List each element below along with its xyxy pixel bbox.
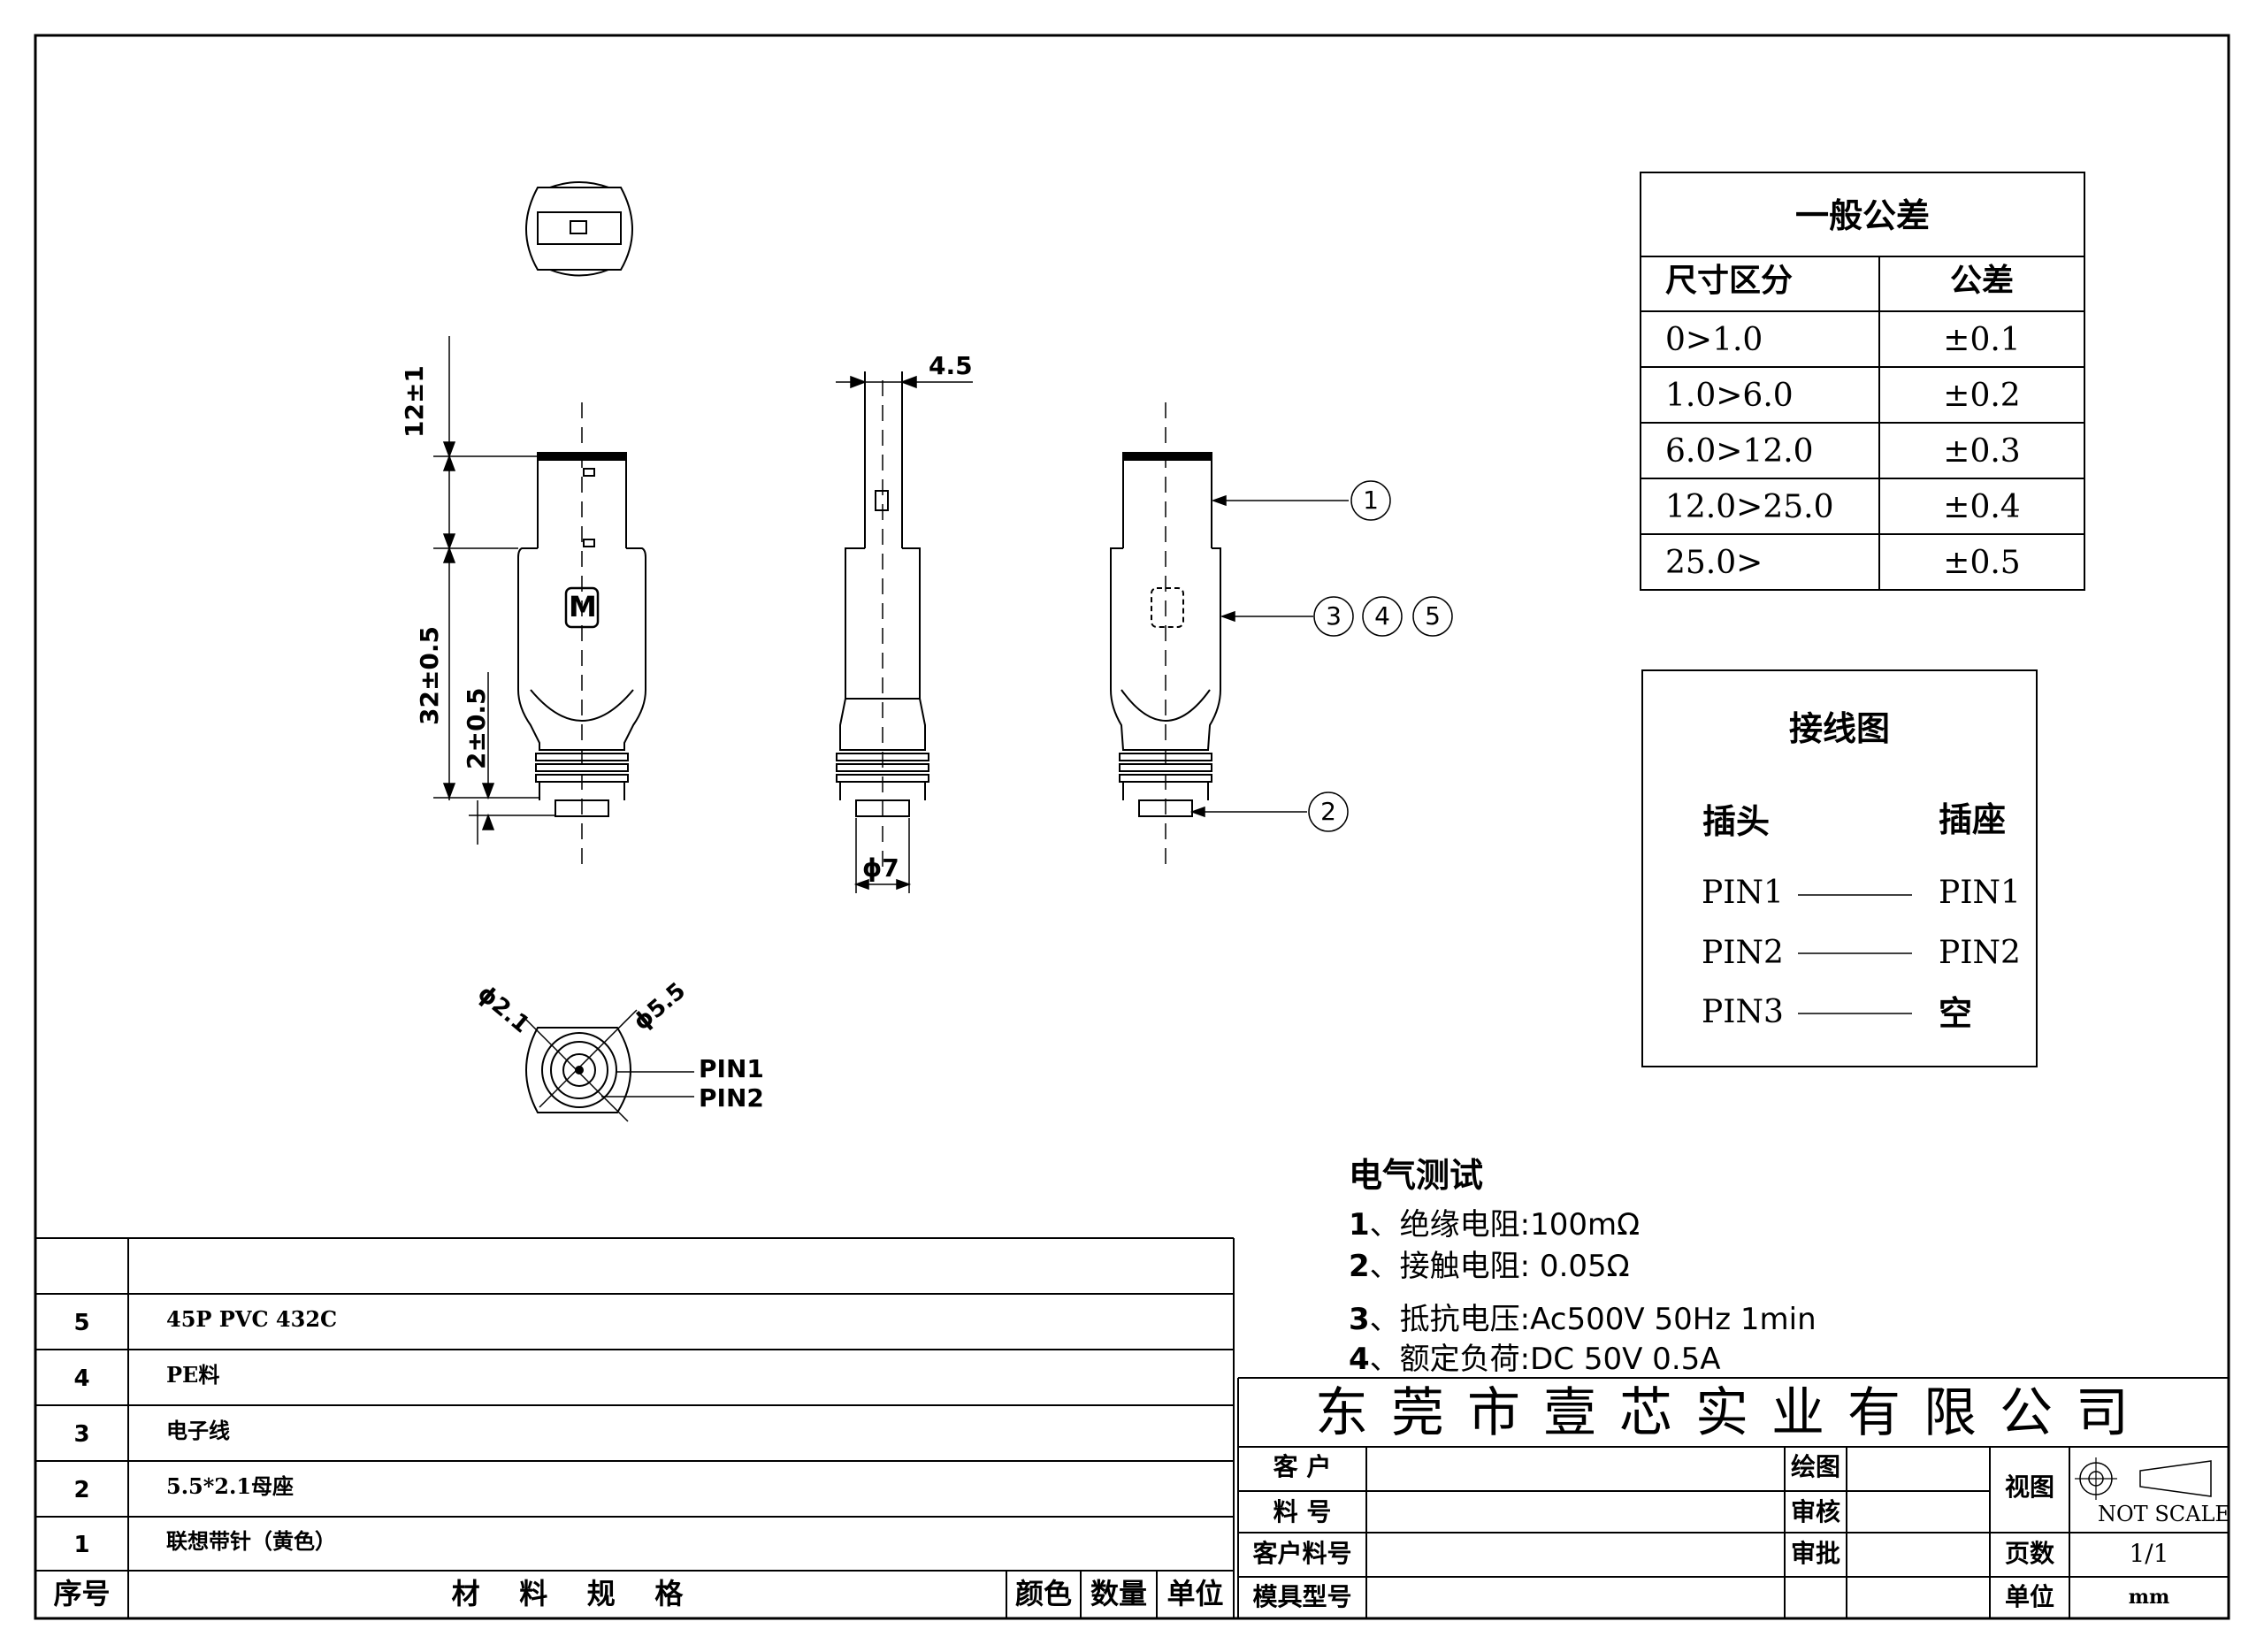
tolerance-row-size: 1.0>6.0 (1665, 378, 1794, 414)
wiring-right-pin: PIN1 (1939, 875, 2021, 911)
electrical-item-text: 、绝缘电阻:100mΩ (1369, 1207, 1641, 1243)
tolerance-row-tol: ±0.2 (1943, 378, 2021, 414)
callout-circle-4 (1362, 596, 1403, 637)
bom-row-spec: 45P PVC 432C (166, 1306, 338, 1332)
dim-tip-length: 2±0.5 (462, 687, 491, 769)
company-name: 东莞市壹芯实业有限公司 (1315, 1382, 2152, 1444)
tb-mold-label: 模具型号 (1252, 1582, 1352, 1611)
wiring-left-pin: PIN1 (1702, 875, 1784, 911)
tolerance-col-size: 尺寸区分 (1665, 263, 1794, 299)
end-view (521, 1009, 694, 1122)
tolerance-row-size: 12.0>25.0 (1665, 489, 1834, 525)
m-mark: M (569, 590, 597, 623)
end-view-pin2: PIN2 (699, 1083, 764, 1113)
sheet-border (34, 34, 2230, 1620)
callout-5: 5 (1425, 601, 1441, 631)
tb-pages-label: 页数 (2004, 1539, 2054, 1568)
tolerance-row-tol: ±0.1 (1943, 322, 2021, 358)
electrical-item: 2、接触电阻: 0.05Ω (1349, 1251, 1630, 1281)
bom-row-spec: 联想带针（黄色） (166, 1528, 336, 1554)
tolerance-table-grid (1640, 172, 2085, 591)
tb-approved-label: 审批 (1790, 1539, 1840, 1568)
right-view (1110, 402, 1221, 871)
tolerance-row-tol: ±0.5 (1943, 545, 2021, 581)
electrical-item-num: 2 (1349, 1249, 1370, 1284)
callout-2: 2 (1320, 797, 1336, 826)
bom-row-no: 3 (73, 1421, 90, 1448)
tb-part-no-label: 料 号 (1273, 1497, 1332, 1526)
electrical-item-num: 1 (1349, 1207, 1370, 1243)
bom-header-unit: 单位 (1166, 1577, 1224, 1610)
bom-header-qty: 数量 (1090, 1577, 1147, 1610)
bom-grid (35, 1237, 1235, 1618)
electrical-item-num: 4 (1349, 1342, 1370, 1377)
tolerance-table-title: 一般公差 (1794, 196, 1930, 235)
bom-row-no: 1 (73, 1532, 90, 1558)
tb-unit-value: mm (2128, 1586, 2170, 1609)
callout-circle-1 (1350, 480, 1391, 521)
tb-pages-value: 1/1 (2129, 1539, 2169, 1568)
side-view-dimensions (836, 375, 973, 893)
electrical-item: 3、抵抗电压:Ac500V 50Hz 1min (1349, 1304, 1817, 1335)
bom-row-no: 4 (73, 1365, 90, 1392)
wiring-right-pin: PIN2 (1939, 935, 2021, 971)
electrical-title: 电气测试 (1349, 1156, 1484, 1195)
dim-body-length: 32±0.5 (415, 625, 444, 725)
wiring-left-pin: PIN2 (1702, 935, 1784, 971)
bom-header-no: 序号 (53, 1577, 111, 1610)
electrical-item-text: 、额定负荷:DC 50V 0.5A (1369, 1342, 1721, 1377)
tolerance-row-size: 6.0>12.0 (1665, 433, 1814, 470)
wiring-plug-label: 插头 (1702, 802, 1771, 841)
callout-circle-2 (1308, 792, 1349, 832)
bom-row-no: 2 (73, 1477, 90, 1503)
dim-diameter: ϕ7 (862, 853, 899, 883)
bom-header-color: 颜色 (1014, 1577, 1072, 1610)
wiring-right-pin: 空 (1939, 994, 1973, 1033)
callout-circle-5 (1412, 596, 1453, 637)
callout-4: 4 (1374, 601, 1390, 631)
callout-3: 3 (1326, 601, 1342, 631)
bom-row-no: 5 (73, 1310, 90, 1336)
tolerance-row-tol: ±0.4 (1943, 489, 2021, 525)
tb-unit-label: 单位 (2004, 1582, 2054, 1611)
wiring-socket-label: 插座 (1939, 800, 2007, 839)
callout-leaders (1189, 480, 1453, 832)
bom-row-spec: 5.5*2.1母座 (166, 1473, 294, 1499)
wiring-diagram-grid (1641, 669, 2038, 1067)
tb-drawn-label: 绘图 (1790, 1452, 1840, 1481)
side-view (836, 371, 929, 871)
tb-customer-label: 客 户 (1273, 1452, 1332, 1481)
tolerance-row-size: 0>1.0 (1665, 322, 1763, 358)
tb-checked-label: 审核 (1790, 1497, 1840, 1526)
tb-view-label: 视图 (2004, 1472, 2054, 1502)
dim-top-length: 12±1 (400, 365, 429, 438)
front-view-dimensions (433, 336, 555, 845)
electrical-item-text: 、接触电阻: 0.05Ω (1369, 1249, 1630, 1284)
tb-no-scale: NOT SCALE (2098, 1502, 2230, 1526)
electrical-item-text: 、抵抗电压:Ac500V 50Hz 1min (1369, 1302, 1817, 1337)
bom-header-spec: 材 料 规 格 (451, 1577, 684, 1610)
tolerance-col-tol: 公差 (1949, 263, 2014, 299)
end-view-pin1: PIN1 (699, 1054, 764, 1083)
electrical-item: 1、绝缘电阻:100mΩ (1349, 1210, 1640, 1240)
callout-1: 1 (1363, 486, 1379, 515)
electrical-item-num: 3 (1349, 1302, 1370, 1337)
electrical-item: 4、额定负荷:DC 50V 0.5A (1349, 1344, 1721, 1374)
dim-width: 4.5 (929, 351, 973, 380)
front-view (517, 402, 646, 871)
callout-circle-3 (1313, 596, 1354, 637)
tolerance-row-tol: ±0.3 (1943, 433, 2021, 470)
wiring-title: 接线图 (1788, 709, 1890, 748)
top-view (525, 181, 633, 277)
wiring-left-pin: PIN3 (1702, 994, 1784, 1030)
tolerance-row-size: 25.0> (1665, 545, 1763, 581)
bom-row-spec: 电子线 (166, 1418, 230, 1443)
title-block-grid (1237, 1377, 2229, 1618)
bom-row-spec: PE料 (166, 1362, 220, 1388)
tb-cust-part-label: 客户料号 (1252, 1539, 1352, 1568)
